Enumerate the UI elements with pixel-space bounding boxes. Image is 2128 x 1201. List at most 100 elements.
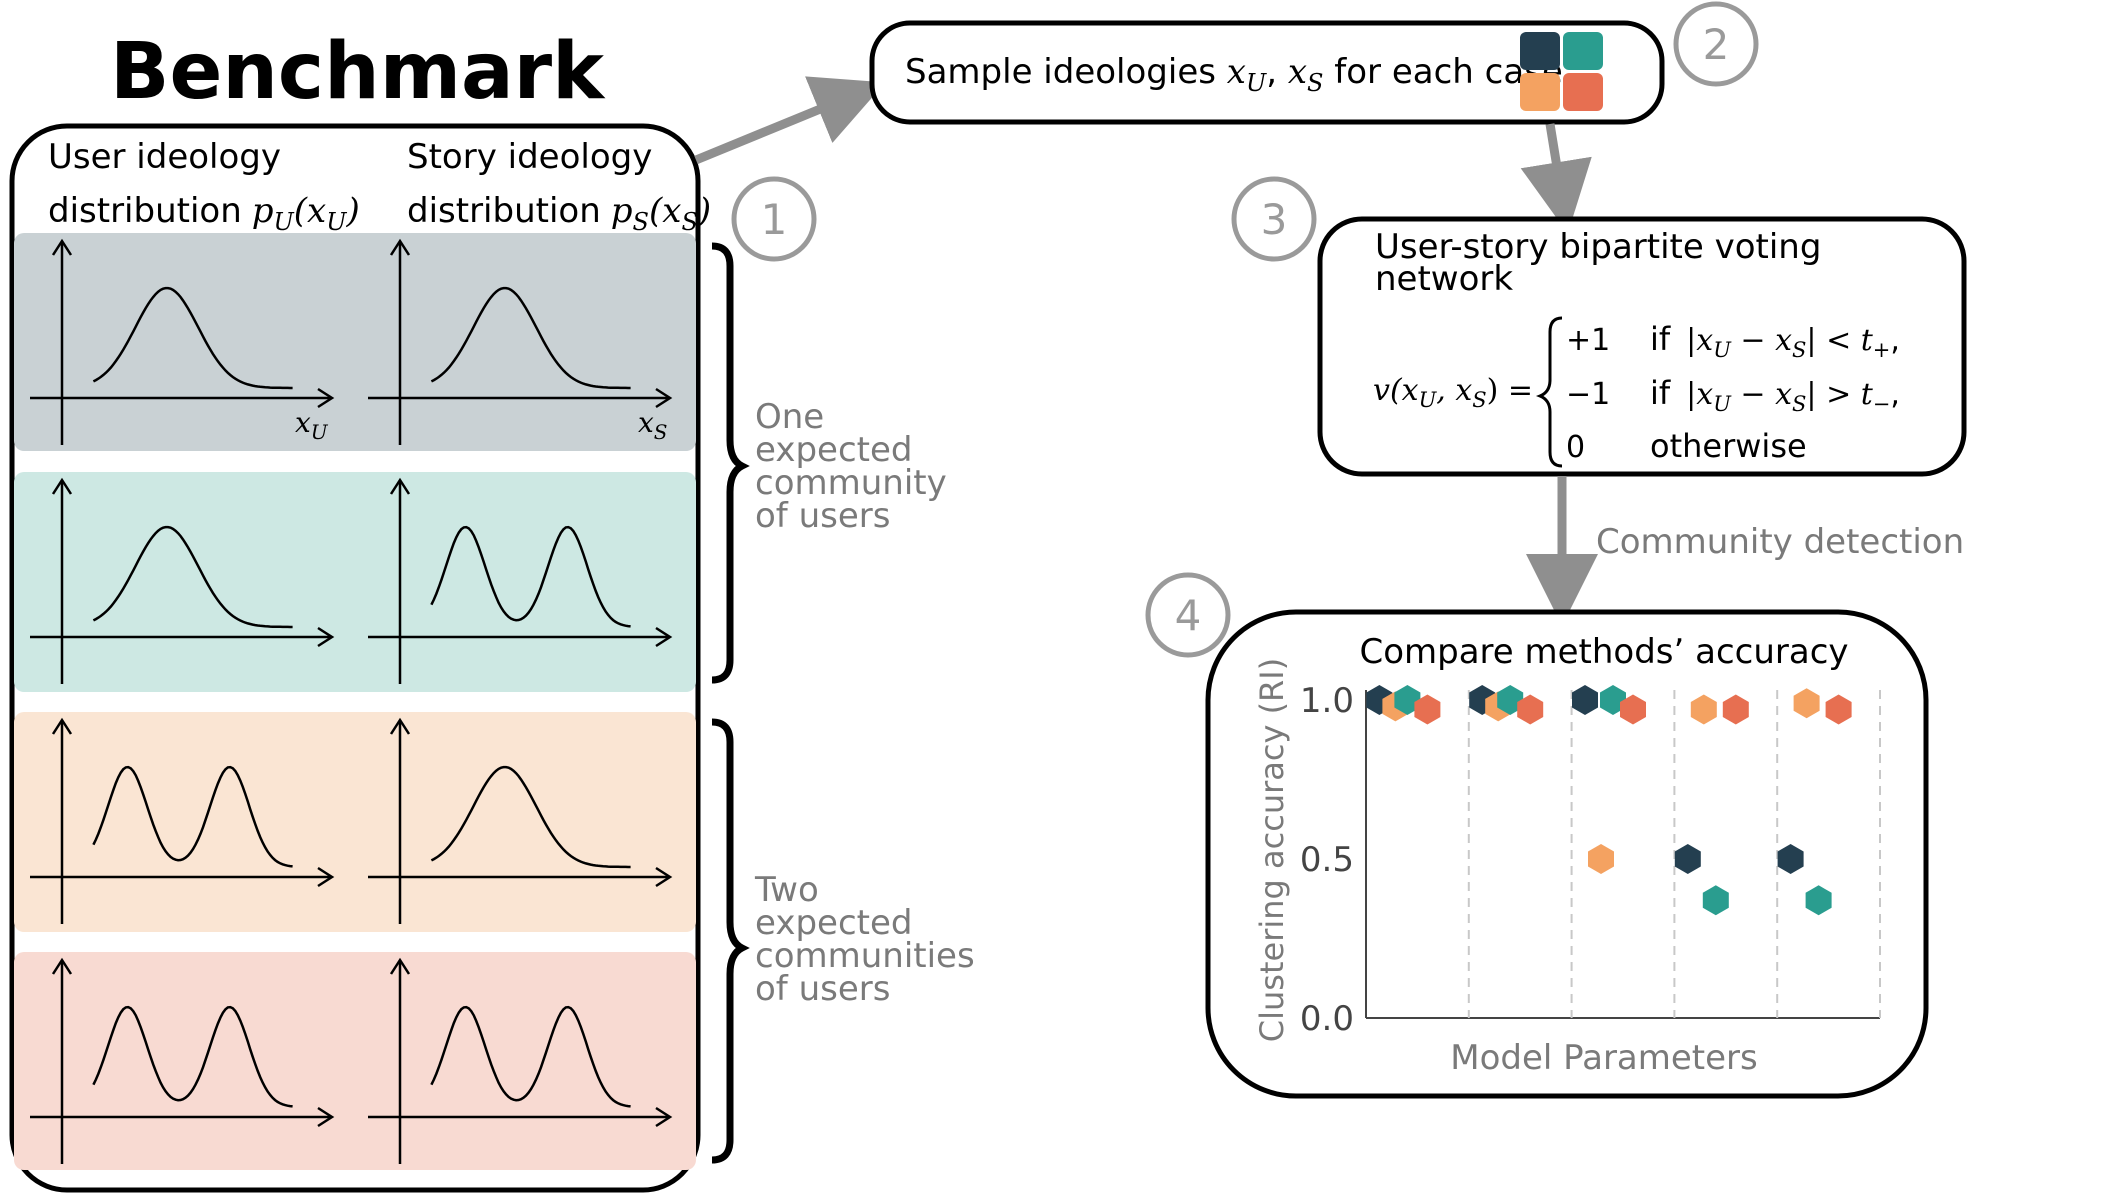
brace-two-line4: of users [755, 969, 890, 1009]
user-distribution-plot-row-1 [30, 238, 335, 445]
x-axis-arrowhead [317, 387, 335, 409]
network-title-line2: network [1375, 259, 1513, 299]
data-point-orange [1588, 844, 1614, 874]
y-axis-arrowhead [51, 957, 73, 975]
step-2-number: 2 [1703, 20, 1730, 69]
vote-condition-2: if|xU − xS| > t−, [1650, 374, 1900, 416]
x-axis-arrowhead [317, 626, 335, 648]
y-axis-arrowhead [51, 238, 73, 256]
plot-row-3 [30, 717, 673, 924]
y-axis-arrowhead [51, 717, 73, 735]
user-distribution-plot-row-3 [30, 717, 335, 924]
data-point-teal [1702, 885, 1729, 916]
data-point-red [1620, 694, 1646, 725]
distribution-curve [92, 765, 293, 868]
distribution-plots [30, 238, 673, 1164]
y-tick-label: 0.0 [1300, 999, 1354, 1039]
data-point-red [1517, 694, 1544, 725]
brace-one-line4: of users [755, 496, 890, 536]
distribution-curve [92, 286, 293, 390]
data-point-teal [1394, 685, 1421, 715]
x-axis-arrowhead [317, 866, 335, 888]
plot-row-1 [30, 238, 673, 445]
comparison-box [1205, 609, 1929, 1099]
case-swatch-teal [1563, 32, 1603, 70]
brace-two-line3: communities [755, 936, 975, 976]
step-3-number: 3 [1261, 195, 1288, 244]
step-4-number: 4 [1175, 591, 1202, 640]
story-distribution-plot-row-1 [368, 238, 673, 445]
vote-value-2: −1 [1566, 377, 1610, 412]
case-swatch-red [1563, 73, 1603, 111]
brace-one-label: One expected community of users [755, 397, 947, 536]
data-point-dark [1572, 685, 1598, 715]
story-axis-label: xS [638, 406, 668, 444]
community-detection-label: Community detection [1596, 522, 1964, 562]
vote-condition-3: otherwise [1650, 427, 1807, 465]
x-axis-arrowhead [655, 626, 673, 648]
data-point-red [1414, 694, 1441, 725]
data-point-dark [1674, 844, 1701, 874]
case-swatch-dark [1520, 32, 1560, 70]
distribution-curve [430, 286, 631, 390]
vote-value-1: +1 [1566, 323, 1610, 358]
plot-row-2 [30, 477, 673, 684]
x-axis-arrowhead [655, 1106, 673, 1128]
user-axis-label: xU [295, 406, 329, 444]
y-axis-arrowhead [389, 238, 411, 256]
data-point-teal [1805, 885, 1832, 916]
data-point-red [1825, 694, 1852, 725]
distribution-curve [430, 765, 631, 869]
story-distribution-plot-row-2 [368, 477, 673, 684]
data-point-teal [1497, 685, 1524, 715]
data-point-orange [1793, 688, 1820, 719]
user-distribution-plot-row-4 [30, 957, 335, 1164]
user-distribution-plot-row-2 [30, 477, 335, 684]
data-point-red [1722, 694, 1749, 725]
y-tick-label: 1.0 [1300, 681, 1354, 721]
user-header-line1: User ideology [48, 137, 281, 177]
brace-one-line1: One [755, 397, 824, 437]
benchmark-panel [9, 123, 701, 1193]
network-box [1317, 216, 1967, 477]
x-axis-arrowhead [317, 1106, 335, 1128]
y-axis-arrowhead [51, 477, 73, 495]
plot-row-4 [30, 957, 673, 1164]
comparison-title: Compare methods’ accuracy [1359, 632, 1848, 672]
x-axis-arrowhead [655, 866, 673, 888]
brace-two-communities [711, 718, 750, 1164]
case-color-grid-icon [1520, 32, 1603, 111]
accuracy-chart: 0.0 0.5 1.0 [1300, 681, 1881, 1039]
distribution-curve [430, 1005, 631, 1108]
row-1-background [14, 233, 696, 451]
y-axis-arrowhead [389, 957, 411, 975]
brace-two-line2: expected [755, 903, 912, 943]
step-3-circle [1231, 176, 1317, 262]
distribution-curve [92, 525, 293, 629]
distribution-curve [92, 1005, 293, 1108]
data-point-orange [1690, 694, 1717, 725]
distribution-curve [430, 525, 631, 628]
vote-condition-1: if|xU − xS| < t+, [1650, 320, 1900, 362]
row-4-background [14, 952, 696, 1170]
brace-two-line1: Two [754, 870, 819, 910]
arrow-to-sampling [694, 76, 886, 165]
story-distribution-plot-row-4 [368, 957, 673, 1164]
data-point-teal [1600, 685, 1626, 715]
step-1-circle [731, 176, 817, 262]
x-axis-arrowhead [655, 387, 673, 409]
brace-two-label: Two expected communities of users [754, 870, 975, 1009]
row-3-background [14, 712, 696, 932]
chart-x-label: Model Parameters [1450, 1038, 1758, 1078]
step-2-circle [1673, 1, 1759, 87]
chart-y-label: Clustering accuracy (RI) [1253, 658, 1291, 1042]
y-axis-arrowhead [389, 477, 411, 495]
y-axis-arrowhead [389, 717, 411, 735]
y-tick-label: 0.5 [1300, 840, 1354, 880]
case-swatch-orange [1520, 73, 1560, 111]
